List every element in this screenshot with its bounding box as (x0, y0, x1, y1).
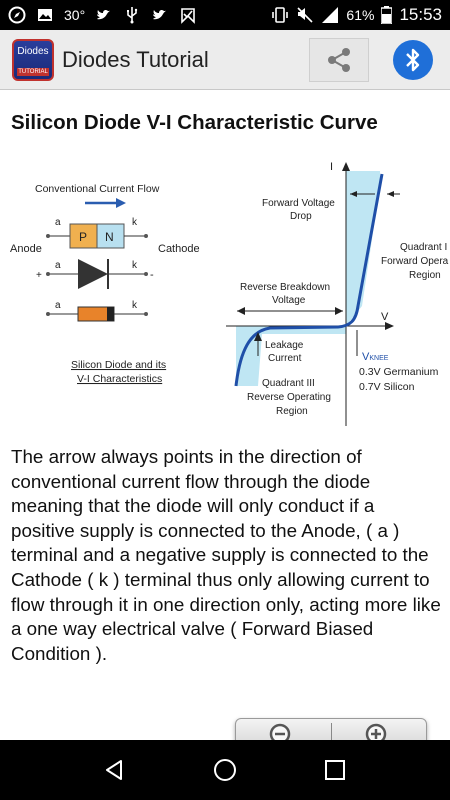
back-button[interactable] (95, 750, 135, 790)
app-title: Diodes Tutorial (62, 46, 209, 72)
axis-i-label: I (330, 161, 333, 173)
zoom-controls (235, 718, 427, 740)
bluetooth-button[interactable] (384, 32, 442, 88)
status-bar: 30° 61% 15:53 (0, 0, 450, 30)
reverse-breakdown-label-1: Reverse Breakdown (240, 282, 330, 293)
app-logo-text: Diodes (17, 45, 49, 57)
forward-voltage-label-2: Drop (290, 211, 312, 222)
check-flag-icon (181, 8, 195, 24)
quadrant3-label-2: Reverse Operating (247, 392, 331, 403)
quadrant1-label-2: Forward Opera (381, 256, 449, 267)
diode-k-label: k (132, 260, 138, 271)
image-icon (38, 9, 52, 21)
terminal-a-label: a (55, 217, 61, 228)
compass-icon (8, 6, 26, 24)
reverse-breakdown-label-2: Voltage (272, 295, 306, 306)
vknee-label: VKNEE (362, 351, 389, 363)
quadrant1-label-3: Region (409, 270, 441, 281)
diagram-caption-line1: Silicon Diode and its (71, 359, 166, 371)
app-bar: Diodes TUTORIAL Diodes Tutorial (0, 30, 450, 90)
zoom-out-button[interactable] (236, 719, 331, 740)
page-title: Silicon Diode V-I Characteristic Curve (11, 111, 378, 134)
axis-v-label: V (381, 311, 389, 323)
twitter-icon (153, 9, 168, 20)
recents-button[interactable] (315, 750, 355, 790)
cathode-label: Cathode (158, 243, 200, 255)
article-content[interactable]: Silicon Diode V-I Characteristic Curve C… (0, 91, 450, 740)
germanium-label: 0.3V Germanium (359, 366, 439, 378)
mute-icon (297, 7, 313, 23)
twitter-icon (97, 9, 112, 20)
diode-vi-diagram: Conventional Current Flow a P N k Anode … (10, 161, 449, 426)
recents-icon (325, 760, 345, 780)
anode-label: Anode (10, 243, 42, 255)
component-a-label: a (55, 300, 61, 311)
minus-sign: - (150, 269, 154, 281)
component-k-label: k (132, 300, 138, 311)
silicon-label: 0.7V Silicon (359, 381, 415, 393)
share-icon (328, 48, 350, 72)
terminal-k-label: k (132, 217, 138, 228)
clock-text: 15:53 (399, 5, 442, 24)
app-logo: Diodes TUTORIAL (12, 38, 54, 81)
diode-a-label: a (55, 260, 61, 271)
quadrant3-label-1: Quadrant III (262, 378, 315, 389)
temperature-text: 30° (64, 7, 86, 23)
forward-voltage-label-1: Forward Voltage (262, 198, 335, 209)
article-paragraph: The arrow always points in the direction… (11, 446, 441, 664)
zoom-in-icon (365, 723, 386, 740)
battery-text: 61% (346, 7, 375, 23)
share-button[interactable] (309, 38, 369, 82)
p-region-label: P (79, 230, 87, 244)
quadrant1-label-1: Quadrant I (400, 242, 447, 253)
quadrant3-label-3: Region (276, 406, 308, 417)
n-region-label: N (105, 230, 114, 244)
zoom-out-icon (270, 723, 291, 740)
bluetooth-icon (406, 48, 420, 72)
diagram-caption-line2: V-I Characteristics (77, 373, 162, 385)
app-logo-subtext: TUTORIAL (17, 67, 49, 76)
navigation-bar (0, 740, 450, 800)
home-button[interactable] (205, 750, 245, 790)
leakage-label-2: Current (268, 353, 302, 364)
usb-icon (127, 7, 138, 24)
conventional-flow-label: Conventional Current Flow (35, 183, 160, 195)
home-icon (214, 759, 236, 781)
zoom-in-button[interactable] (332, 719, 427, 740)
signal-icon (322, 7, 339, 23)
plus-sign: + (36, 270, 42, 281)
back-icon (106, 760, 122, 780)
leakage-label-1: Leakage (265, 340, 304, 351)
vibrate-icon (272, 7, 289, 23)
battery-icon (381, 6, 393, 24)
